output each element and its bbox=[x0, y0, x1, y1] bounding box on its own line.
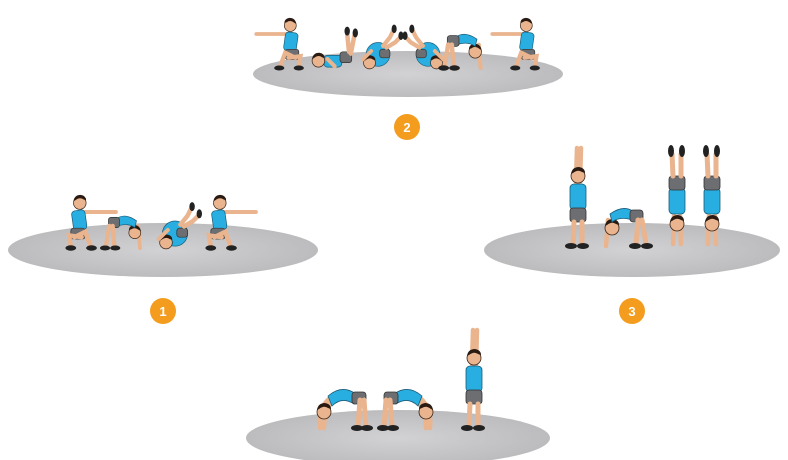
mat-3 bbox=[484, 223, 780, 277]
figure-roll bbox=[312, 27, 358, 68]
mat-4 bbox=[246, 410, 550, 460]
group-1-backward-roll-sequence bbox=[8, 195, 318, 277]
group-2-forward-roll-sequence bbox=[253, 18, 563, 97]
badge-2: 2 bbox=[394, 114, 420, 140]
group-4-bridge-sequence bbox=[246, 330, 550, 460]
badge-1-label: 1 bbox=[159, 304, 166, 319]
group-3-handstand-sequence bbox=[484, 145, 780, 277]
badge-2-label: 2 bbox=[403, 120, 410, 135]
badge-1: 1 bbox=[150, 298, 176, 324]
badge-3-label: 3 bbox=[628, 304, 635, 319]
badge-3: 3 bbox=[619, 298, 645, 324]
